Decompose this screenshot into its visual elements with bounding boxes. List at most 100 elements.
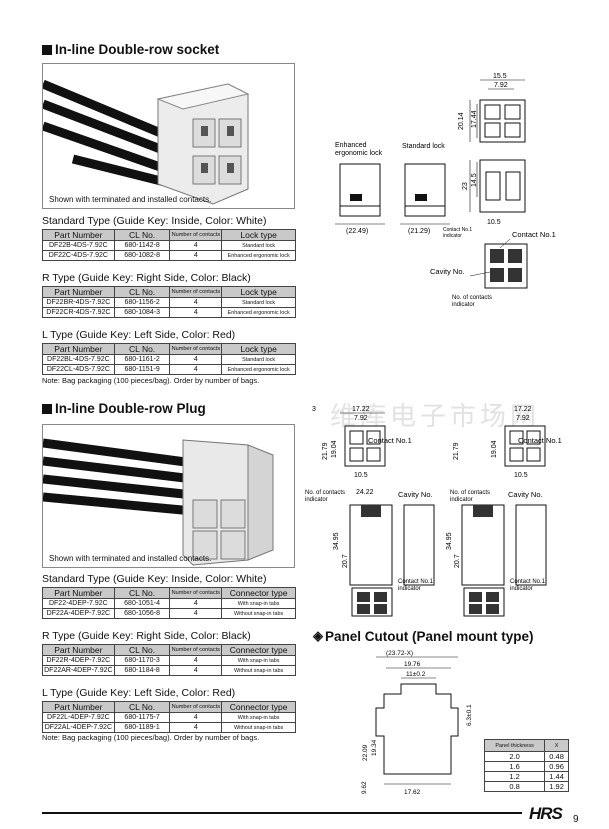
plug-front-left: 3 17.22 7.92 21.79 19.04 10.5 Contact No… [312, 406, 412, 479]
plug-table-title: L Type (Guide Key: Left Side, Color: Red… [42, 687, 236, 699]
s-standard: Standard lock [402, 143, 445, 150]
p-dim-22-09: 22.09 [362, 744, 369, 761]
table-cell: DF22R-4DEP-7.92C [42, 655, 115, 666]
table-cell: 2.0 [483, 751, 546, 762]
svg-text:34.95: 34.95 [333, 532, 340, 550]
table-cell: 4 [169, 364, 223, 375]
table-cell: 680-1156-2 [113, 297, 171, 308]
socket-table-title: L Type (Guide Key: Left Side, Color: Red… [42, 329, 236, 341]
plug-title-text: In-line Double-row Plug [55, 401, 206, 416]
panel-th-thickness: Panel thickness [483, 739, 546, 752]
table-cell: Standard lock [221, 240, 296, 251]
table-cell: Without snap-in tabs [221, 722, 296, 733]
table-header: Lock type [221, 343, 296, 355]
table-header: Part Number [42, 701, 115, 713]
table-cell: DF22CL-4DS-7.92C [42, 364, 115, 375]
socket-drawing: 15.5 7.92 20.14 17.44 Enhanced ergonomic… [330, 72, 560, 322]
table-cell: 4 [169, 722, 223, 733]
plug-table-title: Standard Type (Guide Key: Inside, Color:… [42, 573, 267, 585]
s-dim-21-29: (21.29) [408, 228, 430, 235]
socket-table-title: Standard Type (Guide Key: Inside, Color:… [42, 215, 267, 227]
svg-text:Contact No.1: Contact No.1 [510, 579, 546, 585]
table-cell: 0.8 [483, 781, 546, 792]
s-dim-22-49: (22.49) [346, 228, 368, 235]
table-header: Number of contacts [169, 701, 223, 713]
p-dim-6-3: 6.3±0.1 [466, 704, 473, 726]
socket-title-text: In-line Double-row socket [55, 42, 220, 57]
svg-text:indicator: indicator [510, 586, 533, 592]
table-cell: 4 [169, 240, 223, 251]
s-no-contacts-1: No. of contacts [452, 295, 492, 301]
table-cell: 1.6 [483, 761, 546, 772]
table-cell: 0.48 [544, 751, 569, 762]
p-dim-9-62: 9.62 [361, 781, 368, 794]
svg-text:24.22: 24.22 [356, 489, 374, 496]
table-cell: Enhanced ergonomic lock [221, 307, 296, 318]
table-cell: 680-1056-8 [113, 608, 171, 619]
table-header: Connector type [221, 701, 296, 713]
diamond-bullet-icon: ◈ [313, 628, 323, 643]
bullet-square-icon [42, 44, 52, 55]
table-header: Lock type [221, 229, 296, 241]
socket-table-title: R Type (Guide Key: Right Side, Color: Bl… [42, 272, 251, 284]
plug-section-title: In-line Double-row Plug [42, 401, 206, 416]
table-cell: With snap-in tabs [221, 655, 296, 666]
table-header: Number of contacts [169, 229, 223, 241]
plug-photo-illustration [43, 438, 274, 566]
table-cell: DF22BR-4DS-7.92C [42, 297, 115, 308]
plug-bottom-views: Contact No.1 indicator Contact No.1 indi… [351, 579, 546, 617]
bullet-square-icon [42, 403, 52, 414]
table-cell: 680-1170-3 [113, 655, 171, 666]
s-dim-23: 23 [462, 182, 469, 190]
svg-text:7.92: 7.92 [516, 415, 530, 422]
plug-note: Note: Bag packaging (100 pieces/bag). Or… [42, 733, 260, 742]
panel-section-title: ◈ Panel Cutout (Panel mount type) [313, 628, 534, 644]
plug-drawing: 3 17.22 7.92 21.79 19.04 10.5 Contact No… [300, 400, 570, 620]
svg-text:Contact No.1: Contact No.1 [368, 436, 412, 445]
panel-cutout-svg: (23.72-X) 19.76 11±0.2 6.3±0.1 22.09 19.… [361, 650, 473, 796]
table-header: Number of contacts [169, 644, 223, 656]
table-header: CL No. [113, 701, 171, 713]
table-cell: 4 [169, 608, 223, 619]
plug-photo-caption: Shown with terminated and installed cont… [49, 554, 212, 563]
svg-text:20.7: 20.7 [342, 554, 349, 568]
svg-text:Cavity No.: Cavity No. [398, 490, 433, 499]
table-cell: DF22-4DEP-7.92C [42, 598, 115, 609]
table-cell: 680-1084-3 [113, 307, 171, 318]
table-cell: 680-1189-1 [113, 722, 171, 733]
svg-text:Contact No.1: Contact No.1 [398, 579, 434, 585]
table-cell: DF22L-4DEP-7.92C [42, 712, 115, 723]
s-dim-15-5: 15.5 [493, 73, 507, 80]
table-cell: DF22B-4DS-7.92C [42, 240, 115, 251]
svg-text:indicator: indicator [398, 586, 421, 592]
svg-text:Cavity No.: Cavity No. [508, 490, 543, 499]
table-cell: DF22C-4DS-7.92C [42, 250, 115, 261]
s-dim-14-5: 14.5 [471, 173, 478, 187]
svg-text:17.22: 17.22 [514, 406, 532, 413]
s-enhanced-2: ergonomic lock [335, 150, 383, 157]
svg-text:10.5: 10.5 [354, 472, 368, 479]
table-cell: 4 [169, 250, 223, 261]
svg-text:17.22: 17.22 [352, 406, 370, 413]
page-number: 9 [573, 814, 579, 825]
table-cell: Standard lock [221, 354, 296, 365]
table-cell: 4 [169, 297, 223, 308]
table-cell: DF22AR-4DEP-7.92C [42, 665, 115, 676]
svg-text:No. of contacts: No. of contacts [450, 490, 490, 496]
table-cell: 1.92 [544, 781, 569, 792]
table-header: Connector type [221, 587, 296, 599]
svg-text:3: 3 [312, 406, 316, 413]
svg-text:No. of contacts: No. of contacts [305, 490, 345, 496]
